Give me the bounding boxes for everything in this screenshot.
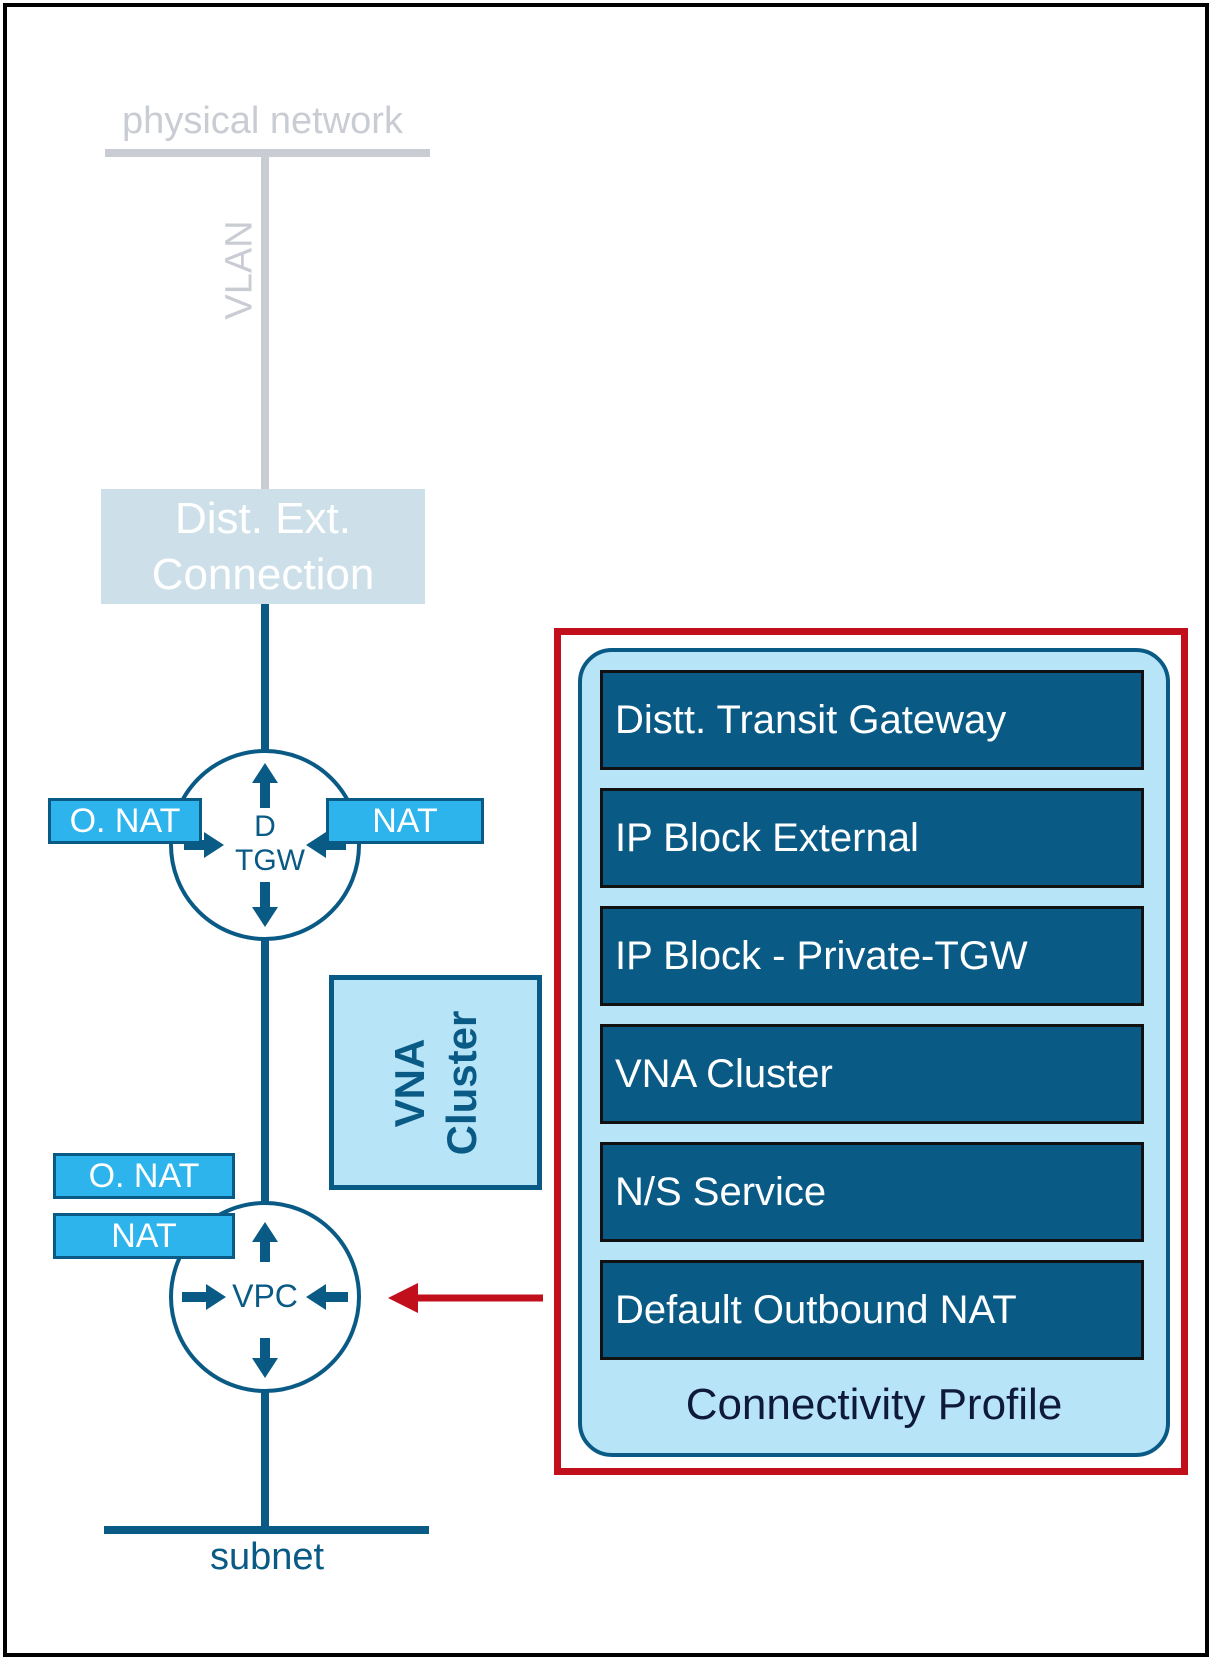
vna-cluster-line1: VNA — [385, 1038, 433, 1127]
vlan-label: VLAN — [218, 220, 261, 320]
profile-item-vna-cluster[interactable]: VNA Cluster — [600, 1024, 1144, 1124]
profile-item-distt-transit-gateway[interactable]: Distt. Transit Gateway — [600, 670, 1144, 770]
dtgw-label-line1: D — [254, 810, 276, 843]
vpc-label[interactable]: VPC — [232, 1278, 298, 1314]
dtgw-outbound-nat-tag[interactable]: O. NAT — [48, 798, 202, 844]
vpc-nat-tag[interactable]: NAT — [53, 1213, 235, 1259]
dtgw-arrows-icon — [184, 763, 346, 927]
profile-item-ip-block-private-tgw[interactable]: IP Block - Private-TGW — [600, 906, 1144, 1006]
profile-item-ns-service[interactable]: N/S Service — [600, 1142, 1144, 1242]
connectivity-profile-caption: Connectivity Profile — [685, 1380, 1063, 1429]
dist-ext-connection-box[interactable]: Dist. Ext. Connection — [101, 489, 425, 604]
dist-ext-connection-line2: Connection — [151, 550, 375, 599]
vna-cluster-box[interactable]: VNA Cluster — [329, 975, 542, 1190]
vpc-outbound-nat-tag[interactable]: O. NAT — [53, 1153, 235, 1199]
physical-network-label: physical network — [122, 100, 403, 142]
dtgw-label-line2: TGW — [235, 844, 305, 877]
profile-item-default-outbound-nat[interactable]: Default Outbound NAT — [600, 1260, 1144, 1360]
profile-item-ip-block-external[interactable]: IP Block External — [600, 788, 1144, 888]
dtgw-router-circle — [169, 749, 361, 941]
red-pointer-arrow-icon — [388, 1283, 543, 1313]
highlight-frame — [554, 628, 1188, 1475]
dtgw-nat-tag[interactable]: NAT — [326, 798, 484, 844]
vna-cluster-label: VNA Cluster — [384, 1010, 488, 1155]
dist-ext-connection-line1: Dist. Ext. — [174, 494, 352, 543]
diagram-frame — [3, 3, 1209, 1657]
vna-cluster-line2: Cluster — [437, 1010, 485, 1155]
subnet-label: subnet — [209, 1536, 325, 1578]
vpc-arrows-icon — [182, 1222, 348, 1378]
dtgw-label[interactable]: D TGW — [235, 810, 305, 878]
